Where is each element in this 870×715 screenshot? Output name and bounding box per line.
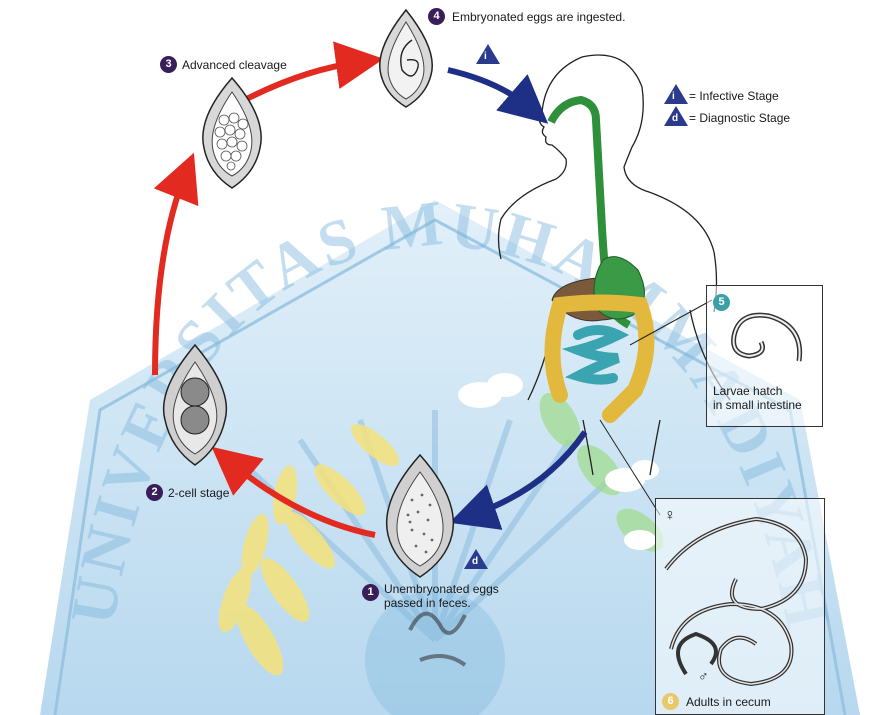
egg-unembryonated [387,455,454,577]
female-symbol: ♀ [664,509,676,523]
inset-adults: ♀ ♂ 6 Adults in cecum [655,498,825,715]
infective-triangle-letter: i [484,51,487,62]
badge-1: 1 [362,584,379,601]
legend-diagnostic-letter: d [672,113,678,124]
badge-5: 5 [713,294,730,311]
badge-3: 3 [160,56,177,73]
diagnostic-triangle-letter: d [472,556,478,567]
label-3: Advanced cleavage [182,58,287,72]
male-symbol: ♂ [698,669,709,683]
legend-diagnostic-text: = Diagnostic Stage [689,111,790,125]
adult-worms-drawing [656,499,824,714]
egg-advanced-cleavage [203,78,261,188]
legend-infective-text: = Infective Stage [689,89,779,103]
label-4: Embryonated eggs are ingested. [452,10,625,24]
egg-two-cell [164,345,227,465]
label-1-line1: Unembryonated eggs [384,582,499,596]
label-5-line2: in small intestine [713,398,802,412]
badge-2: 2 [146,484,163,501]
badge-6: 6 [662,693,679,710]
label-2: 2-cell stage [168,486,229,500]
legend-infective-letter: i [672,91,675,102]
label-1-line2: passed in feces. [384,596,471,610]
badge-4: 4 [428,8,445,25]
legend-infective-icon: i [664,84,688,104]
infective-triangle-icon: i [476,44,500,64]
diagnostic-triangle-icon: d [464,549,488,569]
label-5-line1: Larvae hatch [713,384,782,398]
inset-larvae: 5 Larvae hatch in small intestine [706,285,823,427]
legend-diagnostic-icon: d [664,106,688,126]
label-6: Adults in cecum [686,695,771,709]
egg-embryonated [380,10,433,107]
